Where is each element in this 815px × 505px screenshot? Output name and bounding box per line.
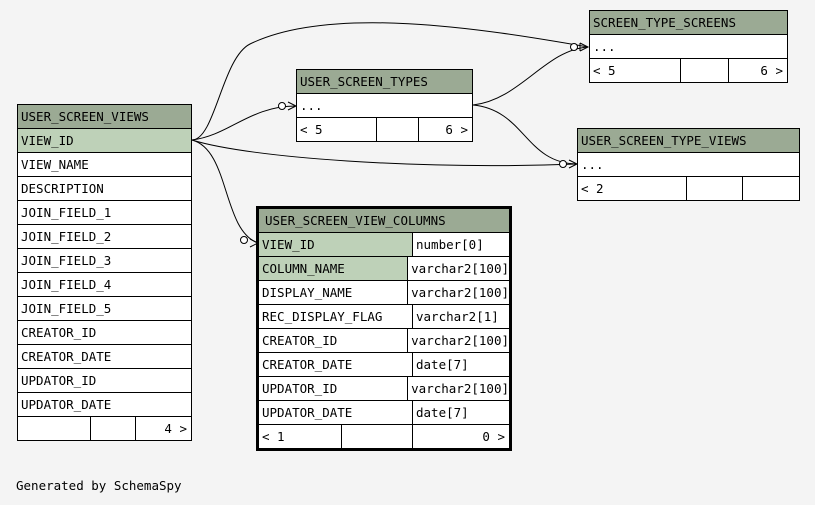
column-type: varchar2[100] [407,257,509,280]
column-name: JOIN_FIELD_4 [21,277,112,292]
footer-spacer [90,417,135,440]
table-user-screen-types[interactable]: USER_SCREEN_TYPES ... < 5 6 > [296,69,473,142]
column-row: UPDATOR_DATE date[7] [259,401,509,425]
parent-count [18,417,90,440]
column-row: DESCRIPTION [18,177,191,201]
parent-count[interactable]: < 1 [262,429,285,444]
column-row: JOIN_FIELD_4 [18,273,191,297]
child-count[interactable]: 6 > [728,59,787,82]
column-row: JOIN_FIELD_2 [18,225,191,249]
collapsed-columns: ... [578,153,799,177]
table-user-screen-views[interactable]: USER_SCREEN_VIEWS VIEW_ID VIEW_NAME DESC… [17,104,192,441]
table-footer: < 5 6 > [590,59,787,82]
table-footer: < 5 6 > [297,118,472,141]
column-name: CREATOR_DATE [262,357,353,372]
column-type: date[7] [412,353,509,376]
column-name: CREATOR_ID [262,333,338,348]
column-name: DESCRIPTION [21,181,104,196]
table-screen-type-screens[interactable]: SCREEN_TYPE_SCREENS ... < 5 6 > [589,10,788,83]
column-row: VIEW_ID number[0] [259,233,509,257]
column-row: UPDATOR_ID [18,369,191,393]
footer-spacer [680,59,728,82]
column-name: UPDATOR_DATE [21,397,112,412]
column-row: COLUMN_NAME varchar2[100] [259,257,509,281]
table-title[interactable]: SCREEN_TYPE_SCREENS [590,11,787,35]
column-row: CREATOR_DATE date[7] [259,353,509,377]
column-row: CREATOR_ID [18,321,191,345]
column-row: VIEW_ID [18,129,191,153]
column-name: VIEW_NAME [21,157,89,172]
ellipsis: ... [581,157,604,172]
ellipsis: ... [300,98,323,113]
child-count [742,177,799,200]
column-name: REC_DISPLAY_FLAG [262,309,383,324]
table-title[interactable]: USER_SCREEN_VIEW_COLUMNS [259,209,509,233]
table-footer: < 2 [578,177,799,200]
column-name: JOIN_FIELD_2 [21,229,112,244]
child-count[interactable]: 6 > [418,118,472,141]
column-name: UPDATOR_ID [21,373,97,388]
column-type: date[7] [412,401,509,424]
link-to-user-screen-type-views [191,139,578,167]
column-type: varchar2[100] [407,329,509,352]
child-count[interactable]: 4 > [135,417,191,440]
table-footer: 4 > [18,417,191,440]
link-to-screen-type-screens [191,22,589,141]
parent-count[interactable]: < 5 [300,122,323,137]
column-name: UPDATOR_DATE [262,405,353,420]
column-type: varchar2[1] [412,305,509,328]
parent-count[interactable]: < 2 [581,181,604,196]
footer-spacer [686,177,742,200]
column-type: varchar2[100] [407,377,509,400]
column-name: JOIN_FIELD_1 [21,205,112,220]
footer-spacer [376,118,418,141]
column-type: number[0] [412,233,509,256]
link-types-to-type-screens [472,46,589,106]
column-row: UPDATOR_DATE [18,393,191,417]
column-row: JOIN_FIELD_3 [18,249,191,273]
table-title[interactable]: USER_SCREEN_VIEWS [18,105,191,129]
column-row: DISPLAY_NAME varchar2[100] [259,281,509,305]
table-user-screen-type-views[interactable]: USER_SCREEN_TYPE_VIEWS ... < 2 [577,128,800,201]
column-row: UPDATOR_ID varchar2[100] [259,377,509,401]
collapsed-columns: ... [297,94,472,118]
table-footer: < 1 0 > [259,425,509,448]
table-title[interactable]: USER_SCREEN_TYPE_VIEWS [578,129,799,153]
column-name: UPDATOR_ID [262,381,338,396]
column-name: VIEW_ID [21,133,74,148]
parent-count[interactable]: < 5 [593,63,616,78]
table-title[interactable]: USER_SCREEN_TYPES [297,70,472,94]
column-row: VIEW_NAME [18,153,191,177]
column-name: JOIN_FIELD_3 [21,253,112,268]
link-to-user-screen-types [191,105,297,141]
column-name: CREATOR_DATE [21,349,112,364]
column-name: DISPLAY_NAME [262,285,353,300]
table-user-screen-view-columns[interactable]: USER_SCREEN_VIEW_COLUMNS VIEW_ID number[… [256,206,512,451]
ellipsis: ... [593,39,616,54]
column-row: JOIN_FIELD_5 [18,297,191,321]
link-types-to-type-views [472,104,578,165]
child-count: 0 > [412,425,509,448]
generated-by-label: Generated by SchemaSpy [16,478,182,493]
collapsed-columns: ... [590,35,787,59]
column-row: CREATOR_ID varchar2[100] [259,329,509,353]
column-row: CREATOR_DATE [18,345,191,369]
column-name: CREATOR_ID [21,325,97,340]
column-name: VIEW_ID [259,233,412,256]
column-name: JOIN_FIELD_5 [21,301,112,316]
column-type: varchar2[100] [407,281,509,304]
link-to-view-columns [191,139,259,244]
column-row: JOIN_FIELD_1 [18,201,191,225]
footer-spacer [341,425,412,448]
column-name: COLUMN_NAME [259,257,408,280]
column-row: REC_DISPLAY_FLAG varchar2[1] [259,305,509,329]
